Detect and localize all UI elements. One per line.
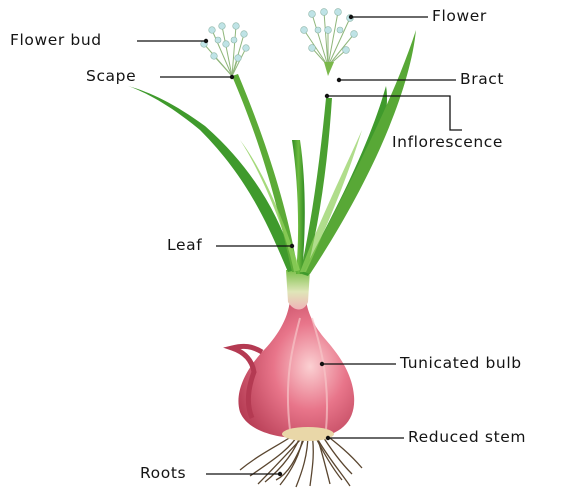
label-flower: Flower (432, 9, 487, 25)
flower-cluster (301, 9, 358, 76)
label-inflorescence: Inflorescence (392, 135, 503, 151)
label-reduced-stem: Reduced stem (408, 430, 526, 446)
label-scape: Scape (86, 69, 136, 85)
label-bract: Bract (460, 72, 504, 88)
label-roots: Roots (140, 466, 186, 482)
label-tunicated-bulb: Tunicated bulb (400, 356, 522, 372)
bulb-group (232, 270, 354, 441)
label-leaf: Leaf (167, 238, 202, 254)
flower-bud-cluster (201, 23, 250, 76)
label-flower-bud: Flower bud (10, 33, 102, 49)
